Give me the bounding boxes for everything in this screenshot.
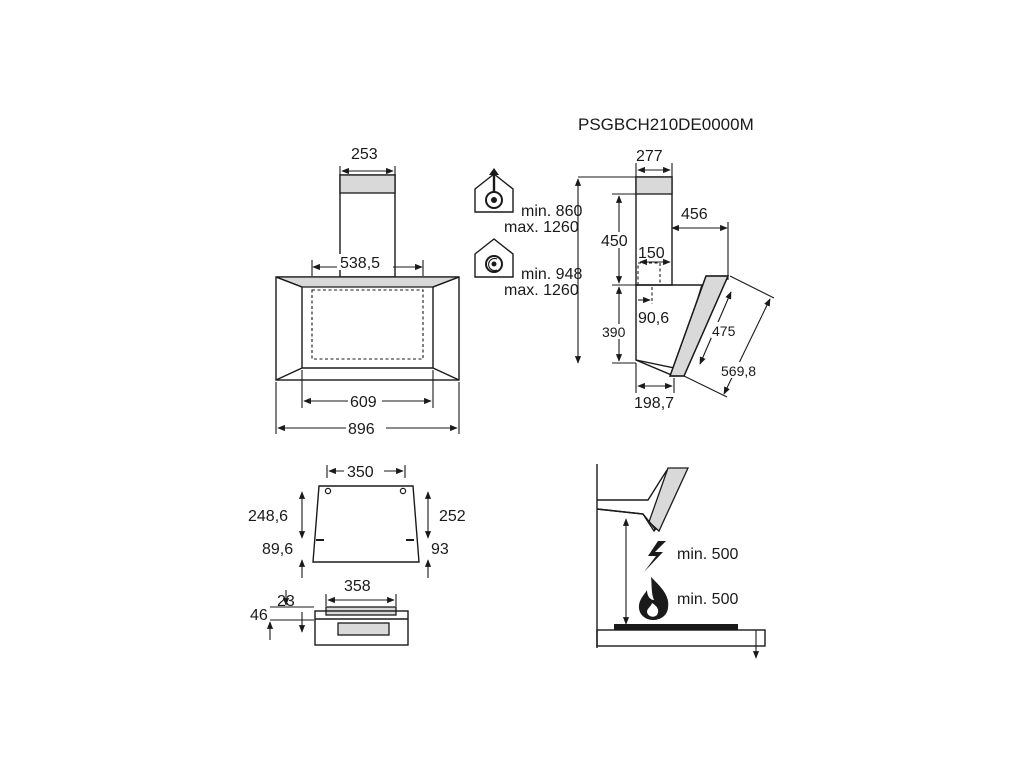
hob (614, 624, 738, 630)
gas-flame-icon (638, 577, 669, 620)
recirculation-icon (474, 238, 514, 278)
worktop (596, 629, 766, 647)
chimney-width-label: 253 (351, 146, 378, 163)
depth-label: 456 (681, 206, 708, 223)
left-low-label: 89,6 (262, 541, 293, 558)
outlet-outline (637, 262, 661, 286)
hood-outline-top (597, 469, 668, 501)
left-height-label: 248,6 (248, 508, 288, 525)
chimney-depth-label: 277 (636, 148, 663, 165)
outlet-x-label: 90,6 (638, 310, 669, 327)
body-top-bevel (275, 276, 460, 288)
side-chimney-top (635, 176, 673, 195)
right-height-label: 252 (439, 508, 466, 525)
extraction-max-label: max. 1260 (504, 219, 579, 236)
recirculation-min-label: min. 948 (521, 266, 582, 283)
side-view: 277 450 456 150 90,6 390 (574, 148, 775, 412)
front-view: 253 538,5 609 896 (275, 146, 460, 438)
hood-glass-section (648, 467, 690, 533)
electric-hob-icon (644, 541, 666, 572)
recirculation-mode: min. 948 max. 1260 (474, 238, 582, 299)
extraction-icon (474, 168, 514, 213)
panel-diagonal-label: 569,8 (721, 363, 756, 379)
electric-clearance-label: min. 500 (677, 546, 738, 563)
recirculation-max-label: max. 1260 (504, 282, 579, 299)
chimney-height-label: 450 (601, 233, 628, 250)
hood-body (275, 276, 460, 381)
chimney-top-shading (339, 174, 396, 194)
total-width-label: 896 (348, 421, 375, 438)
inner-width-label: 538,5 (340, 255, 380, 272)
hole-spacing-label: 350 (347, 464, 374, 481)
depth-small-label: 23 (277, 593, 295, 610)
wall-plate (312, 485, 420, 563)
glass-width-label: 609 (350, 394, 377, 411)
bracket-box (314, 610, 409, 646)
model-title: PSGBCH210DE0000M (578, 115, 754, 134)
base-depth-label: 198,7 (634, 395, 674, 412)
panel-diagonal-dimension (723, 298, 771, 395)
body-height-label: 390 (602, 324, 626, 340)
gas-clearance-label: min. 500 (677, 591, 738, 608)
right-low-label: 93 (431, 541, 449, 558)
outlet-offset-label: 150 (638, 245, 665, 262)
bracket-slot (337, 622, 390, 636)
panel-length-label: 475 (712, 323, 736, 339)
bottom-width-label: 358 (344, 578, 371, 595)
clearance-view: min. 500 min. 500 (596, 464, 766, 659)
bracket-view: 350 248,6 89,6 252 93 358 23 46 (248, 462, 466, 646)
extraction-min-label: min. 860 (521, 203, 582, 220)
filter-outline (311, 289, 424, 360)
extraction-mode: min. 860 max. 1260 (474, 168, 582, 236)
depth-large-label: 46 (250, 607, 268, 624)
